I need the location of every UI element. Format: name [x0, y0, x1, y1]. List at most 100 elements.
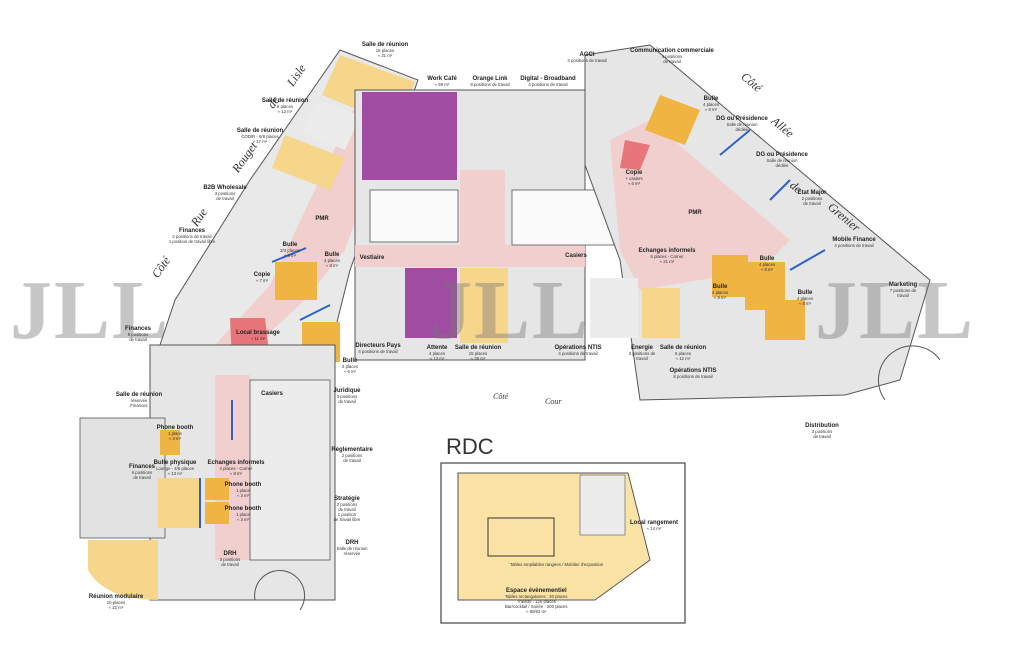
room-title: Energie [630, 345, 653, 351]
room-title: Phone booth [224, 506, 262, 512]
room-detail: de travail [216, 195, 234, 201]
room-detail: 8 positions de travail [673, 373, 713, 379]
copie-r-room [620, 140, 650, 170]
vestiaire-purple-room [405, 268, 457, 338]
room-detail: dédiée [735, 126, 749, 132]
room-title: Local rangement [630, 520, 679, 526]
room-detail: réservée [130, 397, 148, 403]
room-detail: 4 positions de travail [558, 350, 598, 356]
work-cafe-room [362, 92, 457, 180]
rdc-title: RDC [446, 434, 494, 459]
room-detail: de travail [129, 336, 147, 342]
room-detail: ≈ 13 m² [167, 470, 183, 476]
room-title: DG ou Présidence [716, 116, 768, 122]
room-title: Bulle [759, 256, 775, 262]
jll-watermark: JLL [10, 264, 171, 357]
room-title: Salle de réunion [361, 42, 409, 48]
lower-center-block [249, 379, 331, 561]
room-title: Casiers [261, 391, 283, 397]
room-detail: 6 places [674, 350, 692, 356]
bulle-r1-room [645, 95, 700, 145]
jll-watermark: JLL [815, 264, 976, 357]
bulle-l-room [275, 262, 317, 300]
room-detail: travail [897, 292, 909, 298]
room-detail: de travail [221, 561, 239, 567]
room-detail: de travail libre [333, 516, 361, 522]
room-detail: CODIR - 6/8 places [241, 133, 279, 139]
room-title: Juridique [333, 388, 361, 394]
blue-wall-r1 [719, 129, 751, 156]
room-title: Echanges informels [207, 460, 265, 466]
room-detail: ≈ 59 m² [434, 81, 450, 87]
room-detail: 4 positions de travail [528, 81, 568, 87]
room-detail: ≈ 31 m² [377, 52, 393, 58]
room-detail: 1 position de travail libre [168, 238, 216, 244]
room-detail: 4 places [702, 101, 720, 107]
room-detail: 4 places - Corner [219, 465, 253, 471]
room-label-copie-l: Copie≈ 7 m² [254, 272, 271, 284]
room-title: Etat Major [797, 190, 827, 196]
room-title: Echanges informels [638, 248, 696, 254]
room-detail: 4 positions [661, 53, 683, 59]
room-detail: 4 places [758, 261, 776, 267]
room-detail: ≈ 3 m² [236, 516, 250, 522]
room-detail: 2 positions [336, 501, 358, 507]
room-detail: 4 positions de travail [834, 242, 874, 248]
energie-room [642, 288, 680, 338]
room-label-pmr-l: PMR [315, 216, 328, 223]
room-title: Mobile Finance [832, 237, 876, 243]
room-detail: Salle de réunion [766, 157, 798, 163]
room-title: Bulle [703, 96, 719, 102]
room-detail: ≈ 8 m² [798, 300, 812, 306]
room-detail: de travail [338, 506, 356, 512]
room-title: Réunion modulaire [88, 594, 144, 600]
room-detail: Salle de réunion [726, 121, 758, 127]
room-title: Réglementaire [331, 447, 373, 453]
room-detail: 4 places [428, 350, 446, 356]
room-detail: de travail [803, 200, 821, 206]
bulle-physique-room [158, 478, 200, 528]
room-detail: 2 positions de travail [172, 233, 212, 239]
room-title: Opérations NTIS [669, 368, 717, 374]
room-title: Salle de réunion [261, 98, 309, 104]
blue-wall-r2 [769, 179, 791, 201]
room-title: Stratégie [334, 496, 360, 502]
bulle-r4-room [765, 300, 805, 340]
room-title: AGCI [579, 52, 595, 58]
room-detail: 1 place [168, 430, 182, 436]
salle-codir-room [272, 135, 345, 190]
room-detail: 3 positions de travail [567, 57, 607, 63]
room-label-vestiaire: Vestiaire [360, 255, 385, 262]
room-detail: ≈ 17 m² [252, 138, 268, 144]
room-title: Phone booth [156, 425, 194, 431]
room-detail: Bar/cocktail / Soirée : 200 places [505, 603, 568, 609]
room-detail: réservée [343, 550, 361, 556]
room-title: Bulle [282, 242, 298, 248]
room-title: Copie [625, 170, 643, 176]
room-title: Salle de réunion [454, 345, 502, 351]
note-text: Tables empilables rangées / Mobilier d'e… [510, 562, 604, 567]
phone-booth-2-room [205, 478, 229, 500]
salle-reunion-r-room [590, 278, 638, 338]
room-title: Directeurs Pays [355, 343, 401, 349]
room-detail: ≈ 12 m² [675, 355, 691, 361]
